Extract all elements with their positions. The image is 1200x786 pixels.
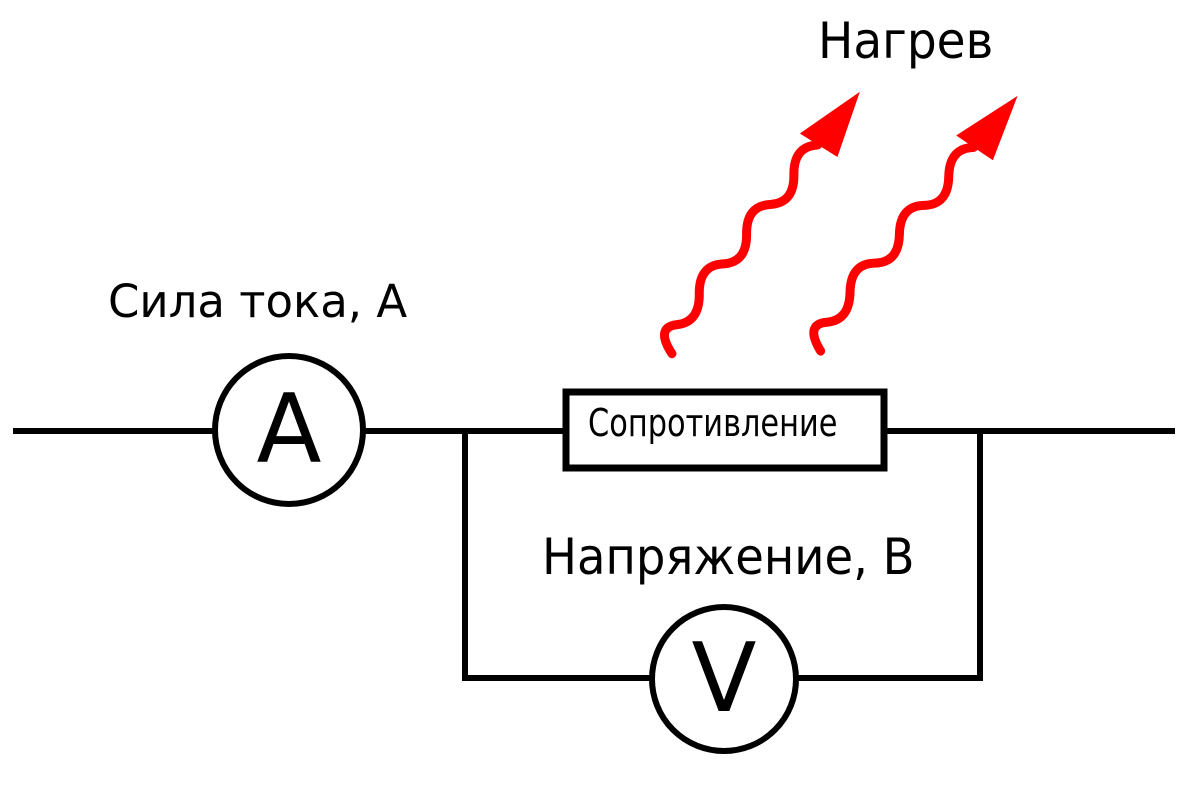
heat-arrow-right-icon (809, 95, 1018, 356)
heat-arrow-left-icon (660, 91, 860, 359)
resistor-label: Сопротивление (588, 401, 838, 445)
current-label: Сила тока, А (108, 275, 408, 328)
ammeter-circle (212, 353, 366, 507)
voltage-label: Напряжение, В (542, 528, 915, 586)
heat-label: Нагрев (818, 12, 994, 70)
ammeter-symbol: A (256, 374, 322, 485)
resistor-box (562, 388, 888, 472)
voltmeter-circle (649, 604, 799, 754)
voltmeter-symbol: V (691, 623, 757, 734)
